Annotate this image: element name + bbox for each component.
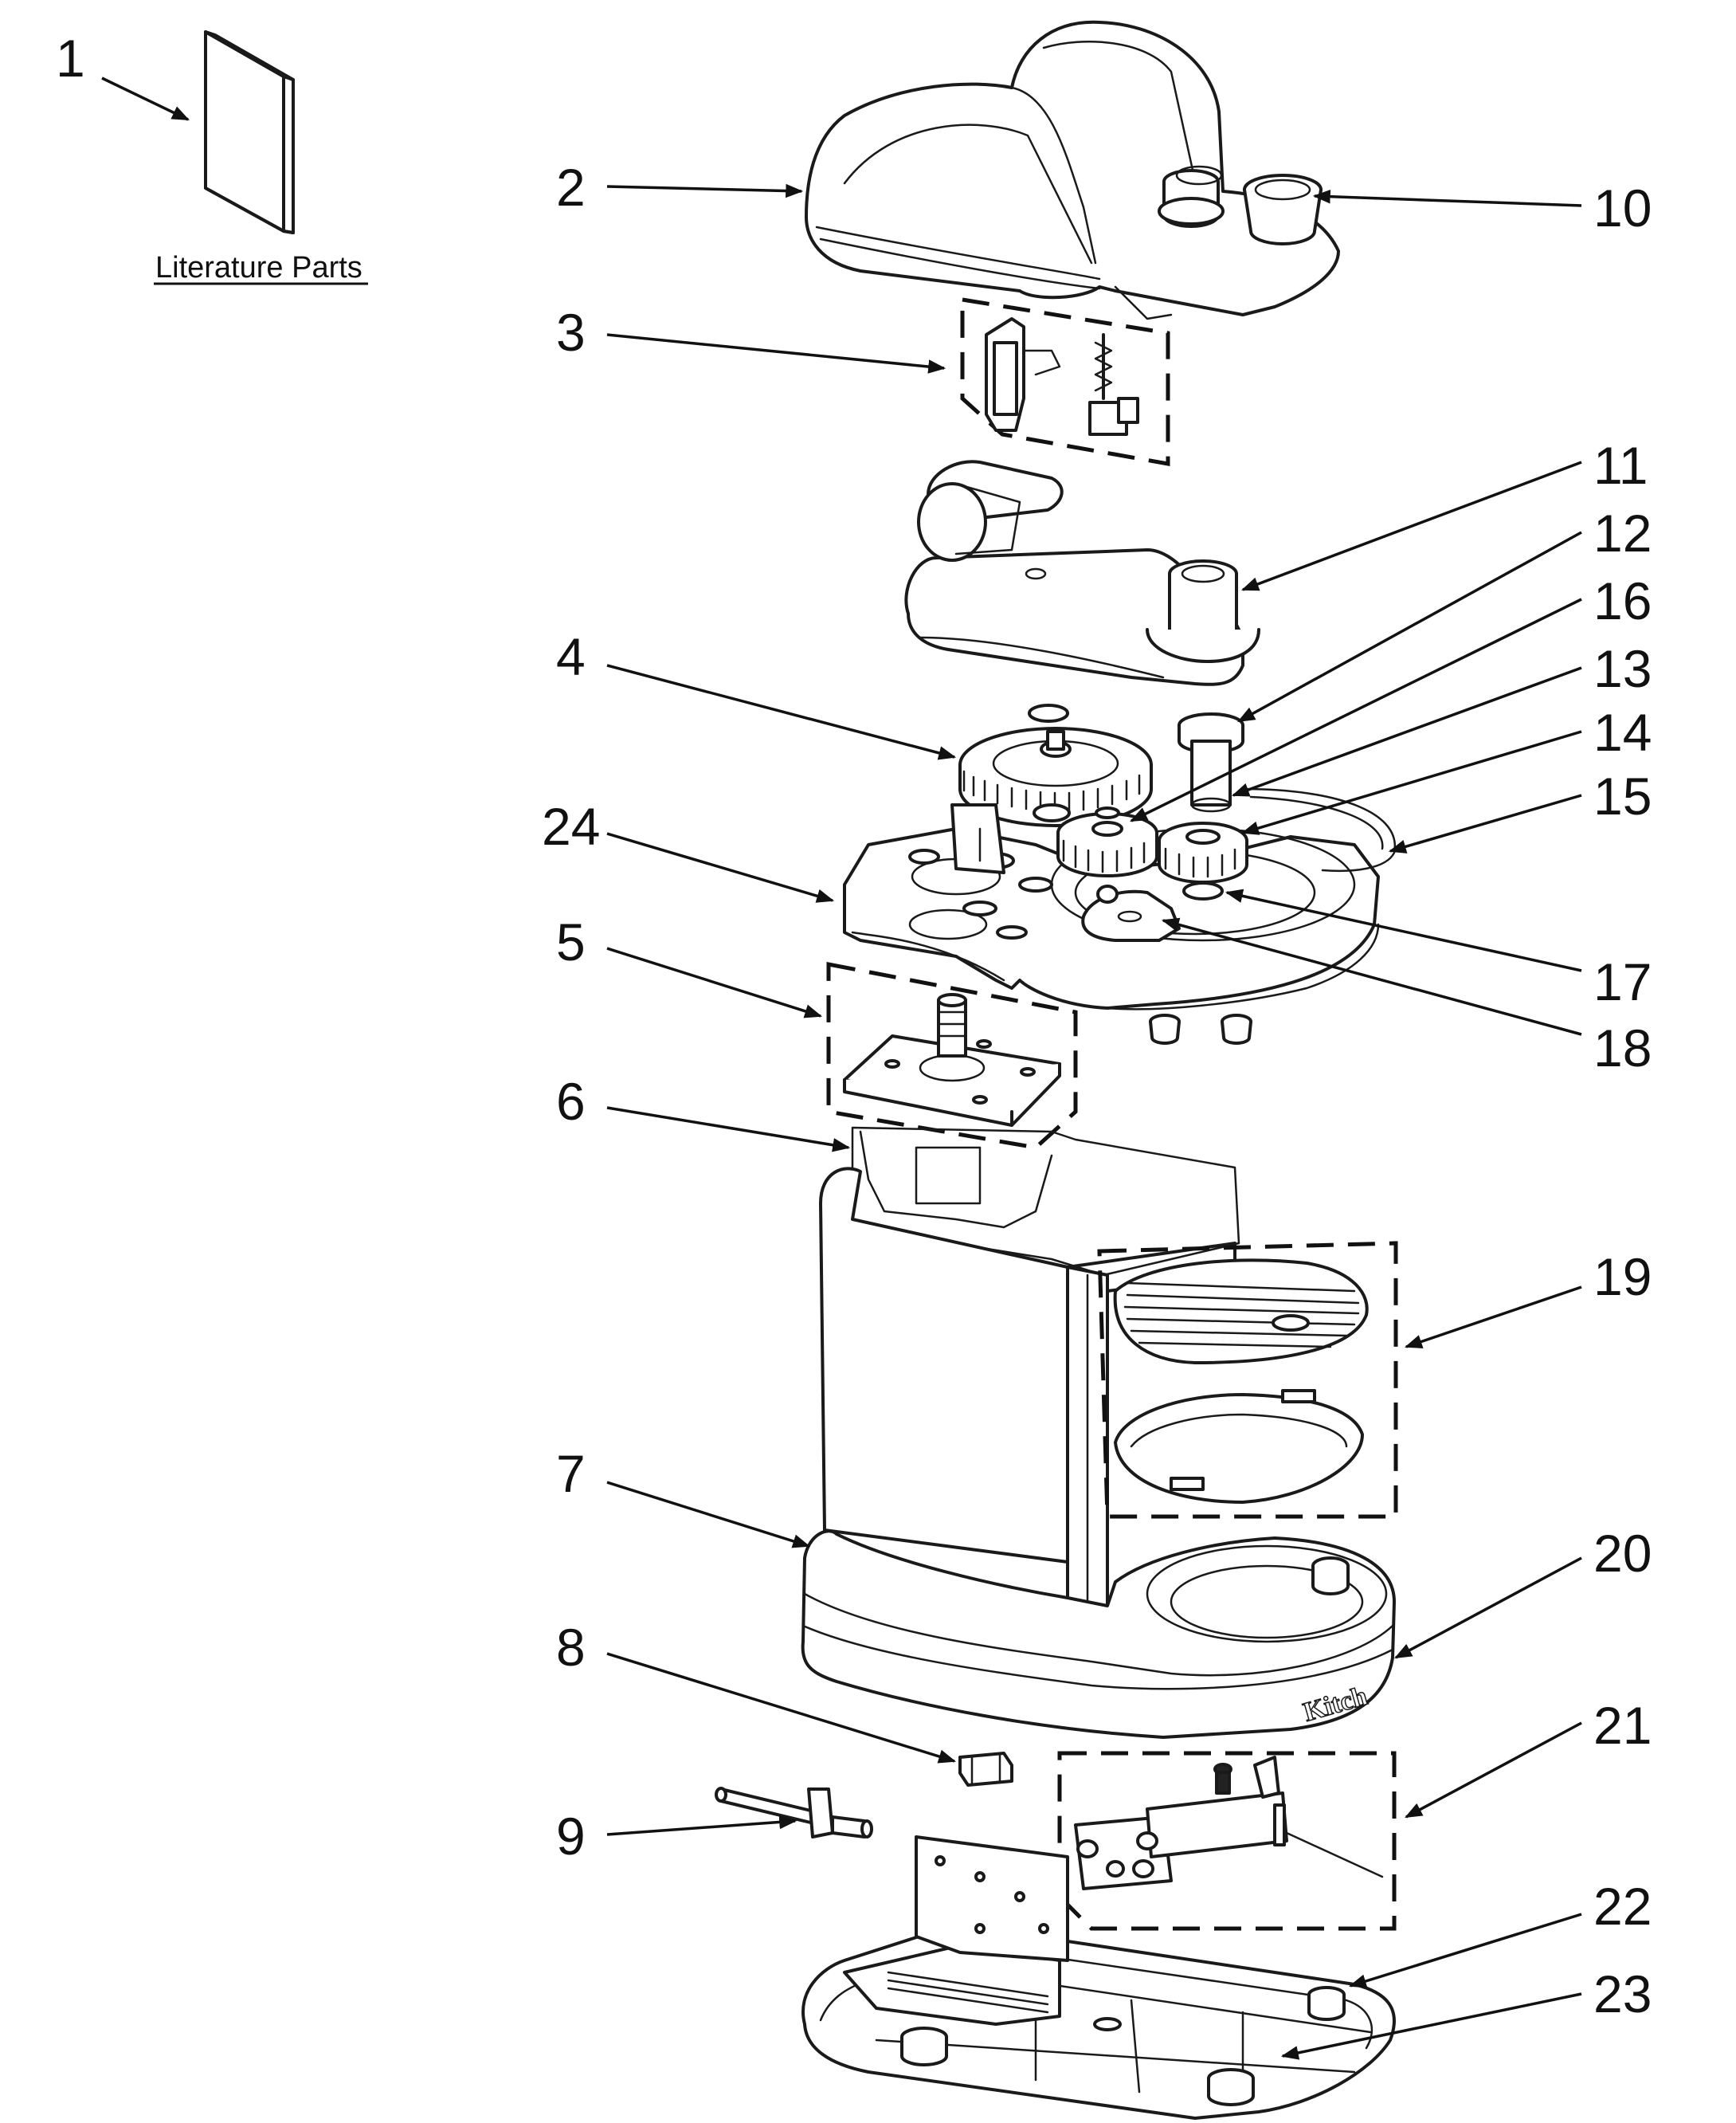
callout-7: 7: [556, 1444, 586, 1503]
callout-4: 4: [556, 627, 586, 686]
callout-15: 15: [1593, 767, 1652, 826]
main-body: Kitch: [801, 1126, 1396, 1739]
leader-8: [606, 1652, 957, 1764]
leader-10: [1312, 189, 1582, 207]
callout-24: 24: [542, 797, 600, 856]
leader-21: [1405, 1721, 1582, 1819]
leader-11: [1240, 461, 1582, 591]
callout-19: 19: [1593, 1247, 1652, 1306]
gear-housing: [843, 787, 1397, 1045]
leader-15: [1388, 794, 1582, 854]
leader-23: [1280, 1992, 1582, 2060]
leader-1: [101, 77, 190, 121]
switch-assembly: [985, 317, 1139, 436]
callout-3: 3: [556, 303, 586, 362]
callout-21: 21: [1593, 1696, 1652, 1755]
leader-18: [1161, 917, 1582, 1036]
callout-16: 16: [1593, 571, 1652, 630]
control-shaft: [715, 1787, 873, 1838]
leader-22: [1348, 1913, 1582, 1988]
leader-14: [1240, 730, 1582, 835]
callout-9: 9: [556, 1807, 586, 1866]
switch-board: [1074, 1756, 1384, 1890]
leader-24: [606, 832, 835, 903]
drive-shaft: [1178, 712, 1244, 813]
literature-parts-label: Literature Parts: [155, 251, 362, 285]
callout-11: 11: [1593, 436, 1648, 495]
leader-12: [1237, 531, 1582, 723]
leader-3: [606, 333, 946, 374]
base-plate: [801, 1835, 1396, 2120]
leader-9: [606, 1815, 797, 1836]
callout-1: 1: [56, 29, 85, 88]
small-block: [958, 1752, 1013, 1787]
callout-5: 5: [556, 912, 586, 971]
motor-mount-outline: [826, 961, 1078, 1150]
leader-17: [1225, 889, 1582, 972]
callout-23: 23: [1593, 1964, 1652, 2023]
literature-booklet: [204, 30, 295, 234]
leader-lines: [101, 77, 1582, 2060]
leader-5: [606, 947, 823, 1018]
callout-12: 12: [1593, 504, 1652, 563]
callout-2: 2: [556, 158, 586, 217]
gearbox-cover: [904, 460, 1260, 686]
leader-19: [1404, 1285, 1582, 1348]
leader-13: [1231, 666, 1582, 797]
callout-14: 14: [1593, 703, 1652, 762]
leader-6: [606, 1106, 851, 1152]
callout-17: 17: [1593, 952, 1652, 1011]
drip-tray: [1113, 1258, 1369, 1504]
callout-18: 18: [1593, 1018, 1652, 1077]
callout-20: 20: [1593, 1524, 1652, 1583]
callout-13: 13: [1593, 639, 1652, 698]
leader-16: [1130, 598, 1582, 822]
callout-8: 8: [556, 1618, 586, 1677]
callout-10: 10: [1593, 179, 1652, 237]
switch-assembly-outline: [960, 297, 1170, 466]
leader-7: [606, 1481, 811, 1548]
leader-4: [606, 664, 957, 760]
callout-6: 6: [556, 1072, 586, 1131]
leader-2: [606, 183, 804, 198]
callout-numbers: 1 2 3 4 5 6 7 8 9 10 11 12 13 14 15 16 1…: [56, 29, 1652, 2023]
motor-mount: [843, 993, 1061, 1127]
leader-20: [1394, 1556, 1582, 1659]
callout-22: 22: [1593, 1877, 1652, 1936]
top-cover: [805, 20, 1340, 320]
